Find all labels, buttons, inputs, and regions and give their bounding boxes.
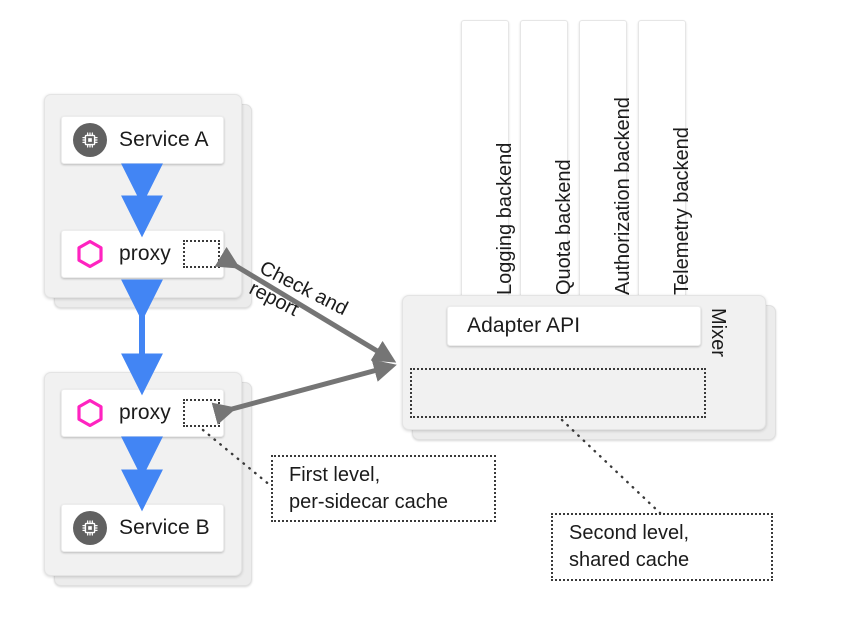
service-a-box[interactable]: Service A [61, 116, 224, 164]
backend-label-quota: Quota backend [553, 159, 575, 295]
second-level-cache-callout[interactable]: Second level, shared cache [551, 513, 773, 581]
adapter-api-label: Adapter API [467, 314, 581, 337]
backend-label-authorization: Authorization backend [612, 97, 634, 295]
check-and-report-caption: Check and report [245, 257, 352, 341]
proxy-a-cache[interactable] [183, 240, 220, 268]
second-level-cache-line-1: Second level, [569, 522, 690, 544]
proxy-a-box[interactable]: proxy [61, 230, 224, 278]
flow-arrow-proxy-b-mixer [211, 359, 397, 425]
second-level-cache-line-2: shared cache [569, 549, 690, 571]
hexagon-icon [74, 397, 106, 429]
proxy-b-label: proxy [119, 401, 171, 424]
backend-label-telemetry: Telemetry backend [671, 127, 693, 295]
backend-label-logging: Logging backend [494, 142, 516, 295]
adapter-api-box[interactable]: Adapter API [447, 306, 701, 346]
backend-column-telemetry[interactable]: Telemetry backend [638, 20, 693, 328]
service-b-box[interactable]: Service B [61, 504, 224, 552]
proxy-a-label: proxy [119, 242, 171, 265]
first-level-cache-callout[interactable]: First level, per-sidecar cache [271, 455, 496, 522]
cpu-chip-icon [73, 511, 107, 545]
proxy-b-cache[interactable] [183, 399, 220, 427]
backend-column-logging[interactable]: Logging backend [461, 20, 516, 328]
mixer-shared-cache-region[interactable] [410, 368, 706, 418]
service-a-label: Service A [119, 128, 209, 151]
backend-column-quota[interactable]: Quota backend [520, 20, 575, 328]
mixer-label: Mixer [707, 308, 729, 357]
first-level-cache-line-2: per-sidecar cache [289, 490, 448, 513]
hexagon-icon [74, 238, 106, 270]
backend-column-authorization[interactable]: Authorization backend [579, 20, 634, 328]
first-level-cache-line-1: First level, [289, 463, 381, 486]
cpu-chip-icon [73, 123, 107, 157]
service-b-label: Service B [119, 516, 210, 539]
